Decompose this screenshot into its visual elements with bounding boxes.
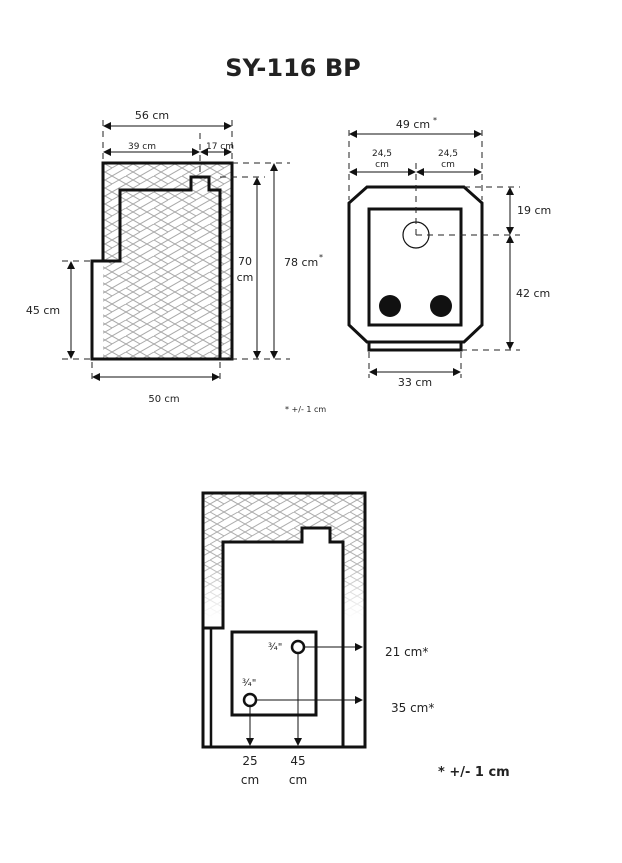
top-width-total-mark: * <box>433 116 437 125</box>
side-base-width-label: 50 cm <box>148 394 179 405</box>
top-base-width-label: 33 cm <box>398 376 432 389</box>
top-depth-rear-label: 42 cm <box>516 287 550 300</box>
offset-right-value: 45 <box>290 754 305 768</box>
height-top-label: 21 cm* <box>385 645 428 659</box>
top-half-left-value: 24,5 <box>372 149 392 159</box>
top-width-total-label: 49 cm <box>396 118 430 131</box>
top-half-right-value: 24,5 <box>438 149 458 159</box>
offset-left-unit: cm <box>241 773 259 787</box>
side-inner-height-unit: cm <box>237 271 254 284</box>
side-total-height-mark: * <box>319 253 323 262</box>
leg-circle-right <box>430 295 452 317</box>
side-width-total-label: 56 cm <box>135 109 169 122</box>
top-half-left-unit: cm <box>375 160 389 170</box>
side-tolerance-note: * +/- 1 cm <box>285 405 326 414</box>
pipe-connection-top <box>290 639 306 655</box>
side-total-height-label: 78 cm <box>284 256 318 269</box>
leg-circle-left <box>379 295 401 317</box>
top-depth-front-label: 19 cm <box>517 204 551 217</box>
side-width-left-label: 39 cm <box>128 142 156 152</box>
side-view: 56 cm 39 cm 17 cm 70 cm 78 cm * 45 cm 50… <box>26 109 327 414</box>
connection-tolerance-note: * +/- 1 cm <box>438 765 510 780</box>
offset-right-unit: cm <box>289 773 307 787</box>
pipe-top-size-label: ¾" <box>268 642 282 653</box>
pipe-connection-bottom <box>242 692 258 708</box>
top-view: 49 cm * 24,5 cm 24,5 cm 19 cm 42 cm 33 c… <box>347 116 551 389</box>
connection-view: ¾" ¾" 21 cm* 35 cm* 25 cm 45 cm * +/- 1 … <box>201 491 510 787</box>
side-inner-height-value: 70 <box>238 255 252 268</box>
pipe-bottom-size-label: ¾" <box>242 678 256 689</box>
page-title: SY-116 BP <box>225 54 360 82</box>
side-width-right-label: 17 cm <box>206 142 234 152</box>
side-step-height-label: 45 cm <box>26 304 60 317</box>
top-half-right-unit: cm <box>441 160 455 170</box>
height-bottom-label: 35 cm* <box>391 701 434 715</box>
offset-left-value: 25 <box>242 754 257 768</box>
